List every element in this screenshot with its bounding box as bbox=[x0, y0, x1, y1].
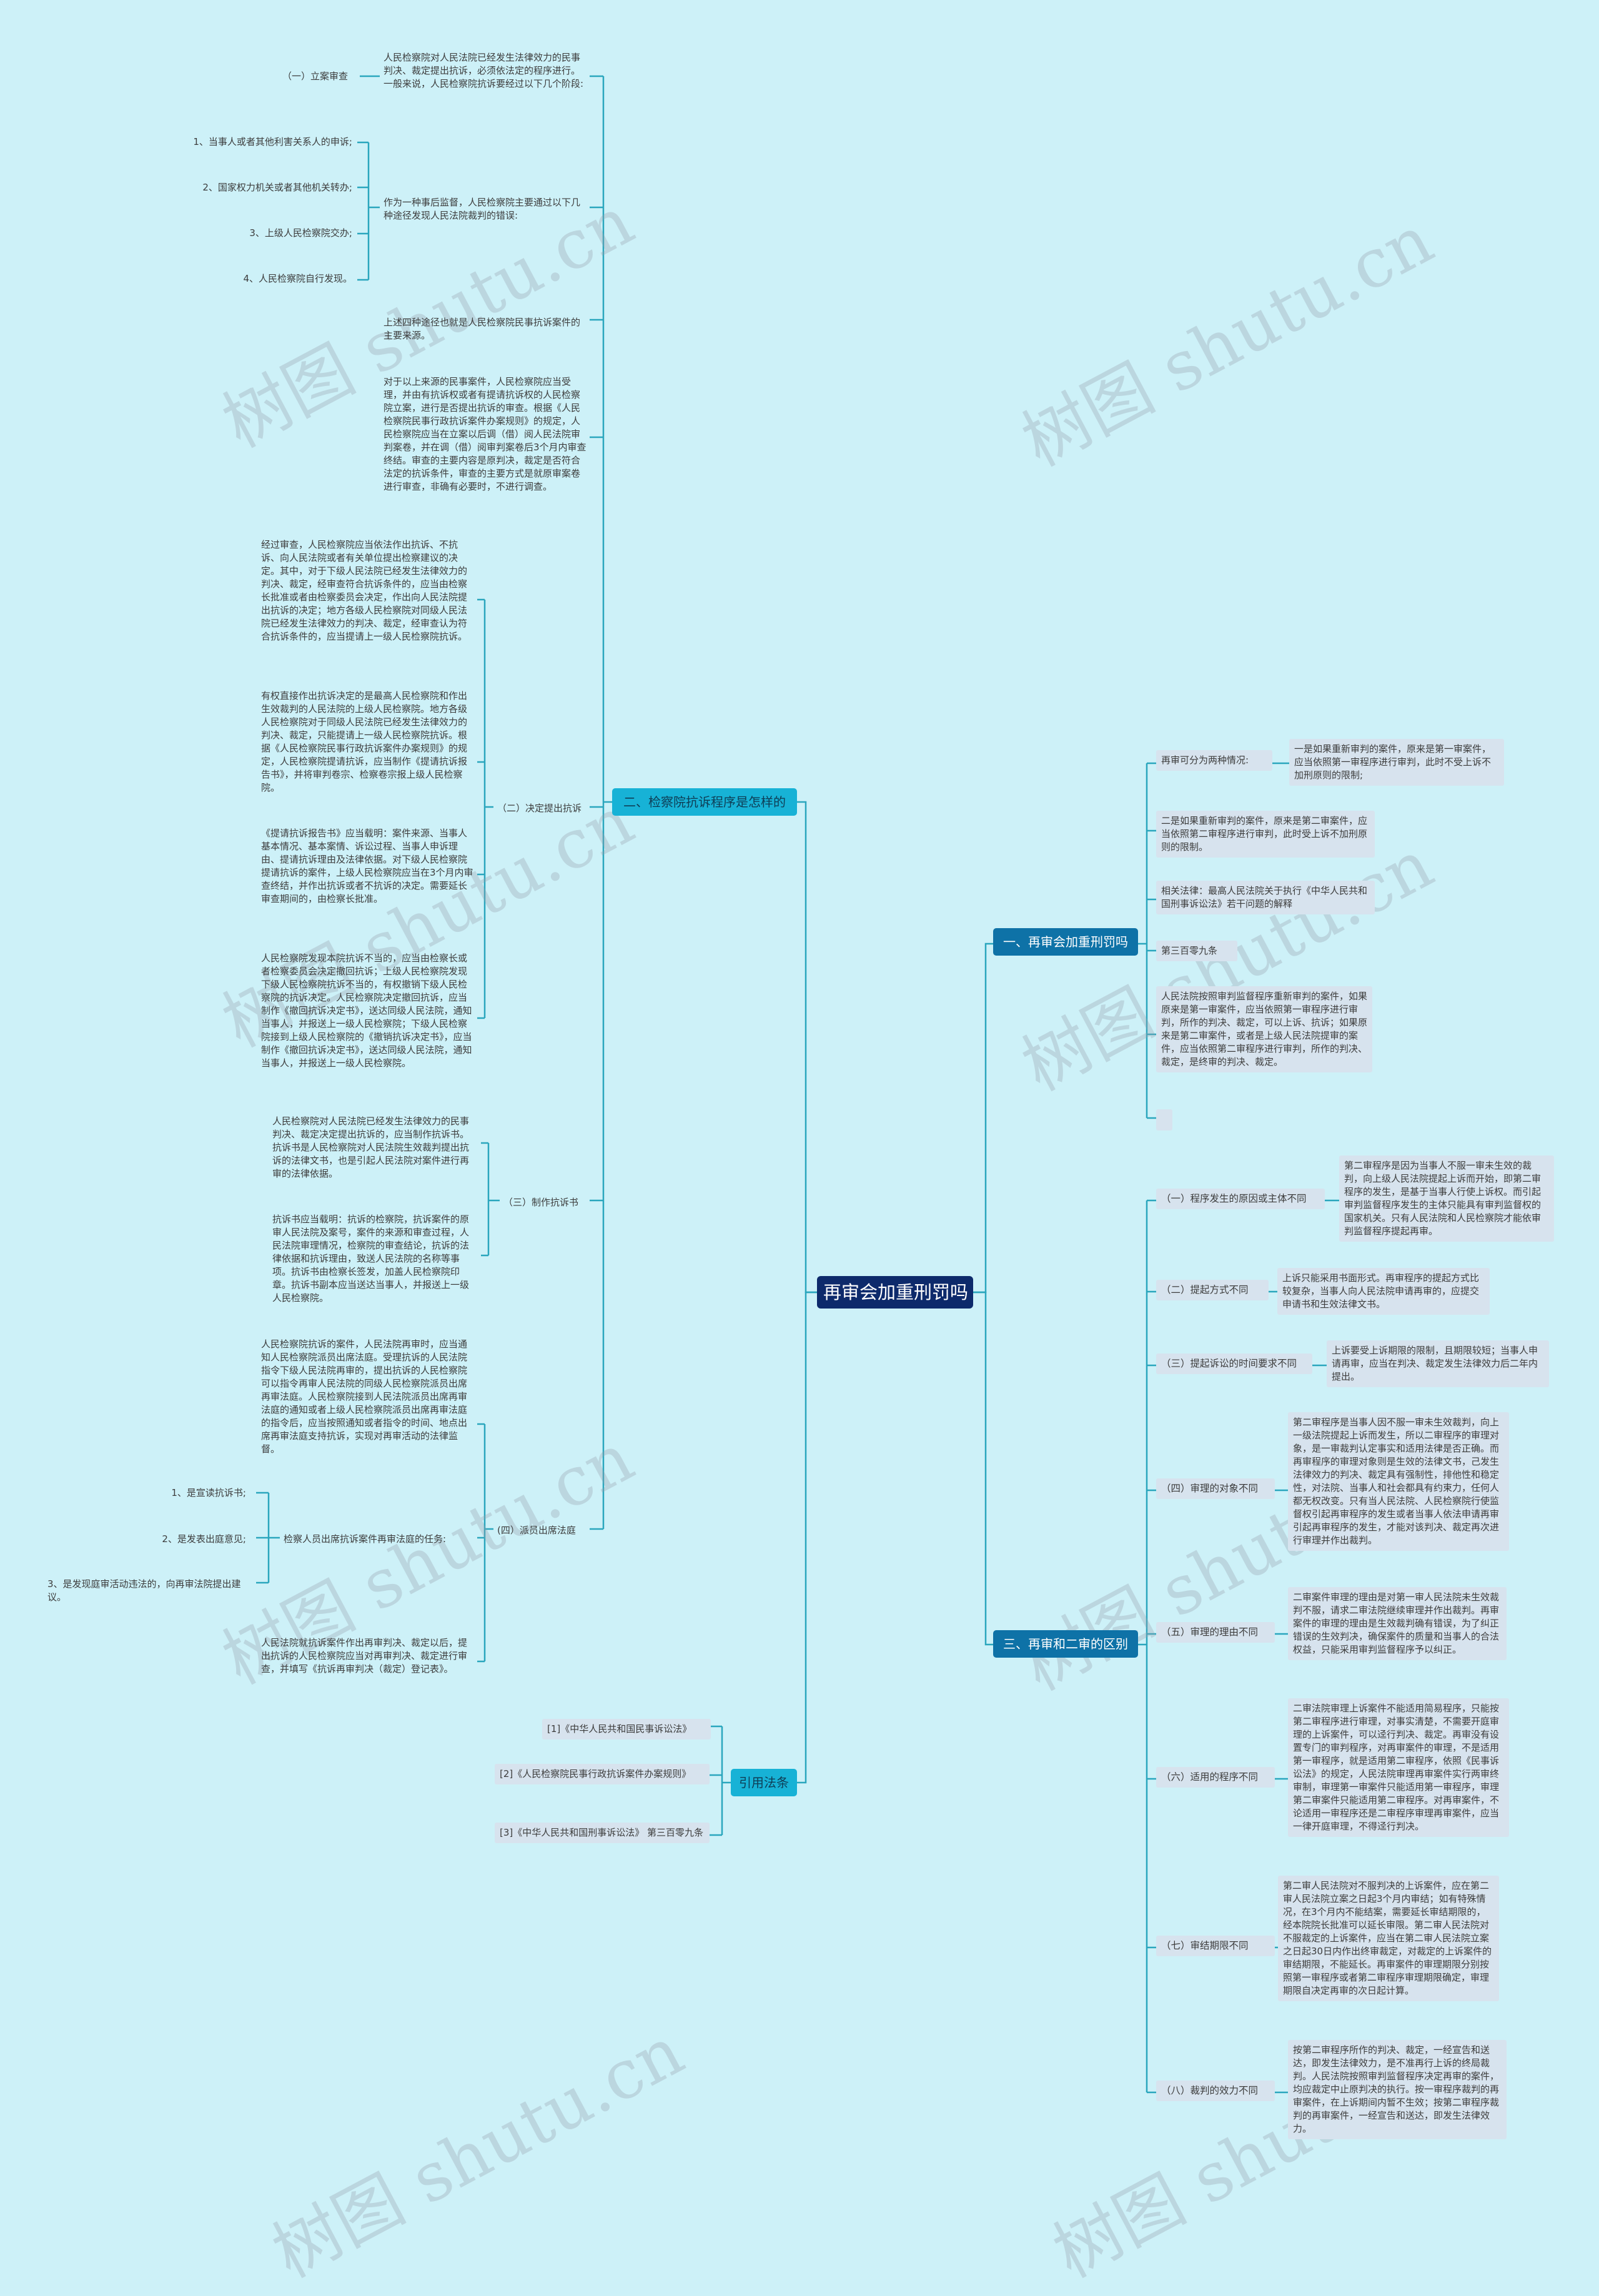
diff-label-6[interactable]: （六）适用的程序不同 bbox=[1156, 1767, 1275, 1788]
diff-text-3[interactable]: 上诉要受上诉期限的限制，且期限较短；当事人申请再审，应当在判决、裁定发生法律效力… bbox=[1327, 1340, 1549, 1387]
diff-text-8[interactable]: 按第二审程序所作的判决、裁定，一经宣告和送达，即发生法律效力，是不准再行上诉的终… bbox=[1288, 2040, 1507, 2139]
discovery-way[interactable]: 1、当事人或者其他利害关系人的申诉; bbox=[193, 136, 352, 147]
topic-node[interactable]: 一是如果重新审判的案件，原来是第一审案件，应当依照第一审程序进行审判，此时不受上… bbox=[1289, 739, 1504, 786]
indictment-paragraph[interactable]: 人民检察院对人民法院已经发生法律效力的民事判决、裁定决定提出抗诉的，应当制作抗诉… bbox=[272, 1116, 470, 1179]
topic-node[interactable]: 相关法律：最高人民法院关于执行《中华人民共和国刑事诉讼法》若干问题的解释 bbox=[1156, 881, 1375, 914]
procedure-step-3-label[interactable]: （三）制作抗诉书 bbox=[503, 1197, 579, 1208]
connector-lines bbox=[256, 75, 1339, 2094]
discovery-way[interactable]: 3、上级人民检察院交办; bbox=[249, 227, 352, 239]
topic-node[interactable]: 人民法院按照审判监督程序重新审判的案件，如果原来是第一审案件，应当依照第一审程序… bbox=[1156, 986, 1372, 1072]
branch-title-sentence[interactable]: 一、再审会加重刑罚吗 bbox=[993, 928, 1138, 956]
court-attendance-paragraph[interactable]: 人民检察院抗诉的案件，人民法院再审时，应当通知人民检察院派员出席法庭。受理抗诉的… bbox=[261, 1339, 468, 1455]
procedure-step-1-label[interactable]: （一）立案审查 bbox=[282, 71, 349, 82]
diff-label-8[interactable]: （八）裁判的效力不同 bbox=[1156, 2081, 1275, 2101]
decision-paragraph[interactable]: 有权直接作出抗诉决定的是最高人民检察院和作出生效裁判的人民法院的上级人民检察院。… bbox=[261, 690, 468, 793]
procedure-step-4-label[interactable]: (四）派员出席法庭 bbox=[497, 1525, 576, 1536]
diff-text-4[interactable]: 第二审程序是当事人因不服一审未生效裁判，向上一级法院提起上诉而发生，所以二审程序… bbox=[1288, 1412, 1509, 1551]
court-task[interactable]: 1、是宣读抗诉书; bbox=[171, 1487, 246, 1498]
citation-item[interactable]: [2]《人民检察院民事行政抗诉案件办案规则》 bbox=[495, 1764, 710, 1784]
diff-text-2[interactable]: 上诉只能采用书面形式。再审程序的提起方式比较复杂，当事人向人民法院申请再审的，应… bbox=[1277, 1268, 1490, 1315]
branch-title-citations[interactable]: 引用法条 bbox=[731, 1769, 797, 1796]
topic-node[interactable]: 二是如果重新审判的案件，原来是第二审案件，应当依照第二审程序进行审判，此时受上诉… bbox=[1156, 811, 1375, 858]
topic-node[interactable]: 第三百零九条 bbox=[1156, 941, 1237, 961]
branch-title-difference[interactable]: 三、再审和二审的区别 bbox=[993, 1630, 1138, 1658]
source-note[interactable]: 上述四种途径也就是人民检察院民事抗诉案件的主要来源。 bbox=[384, 317, 581, 341]
diff-text-6[interactable]: 二审法院审理上诉案件不能适用简易程序，只能按第二审程序进行审理，对事实清楚，不需… bbox=[1288, 1698, 1509, 1837]
mind-map: 树图 shutu.cn 树图 shutu.cn 树图 shutu.cn 树图 s… bbox=[47, 52, 1554, 2293]
diff-text-1[interactable]: 第二审程序是因为当事人不服一审未生效的裁判，向上级人民法院提起上诉而开始，即第二… bbox=[1339, 1155, 1554, 1242]
diff-label-1[interactable]: （一）程序发生的原因或主体不同 bbox=[1156, 1189, 1325, 1209]
court-tasks-title[interactable]: 检察人员出席抗诉案件再审法庭的任务: bbox=[284, 1533, 447, 1545]
discovery-ways-title[interactable]: 作为一种事后监督，人民检察院主要通过以下几种途径发现人民法院裁判的错误: bbox=[384, 197, 581, 221]
diff-label-5[interactable]: （五）审理的理由不同 bbox=[1156, 1622, 1275, 1643]
court-task[interactable]: 3、是发现庭审活动违法的，向再审法院提出建议。 bbox=[47, 1578, 241, 1603]
retrial-review-paragraph[interactable]: 人民法院就抗诉案件作出再审判决、裁定以后，提出抗诉的人民检察院应当对再审判决、裁… bbox=[261, 1637, 468, 1675]
diff-label-4[interactable]: （四）审理的对象不同 bbox=[1156, 1478, 1275, 1499]
decision-paragraph[interactable]: 经过审查，人民检察院应当依法作出抗诉、不抗诉、向人民法院或者有关单位提出检察建议… bbox=[261, 539, 468, 642]
topic-node[interactable]: 再审可分为两种情况: bbox=[1156, 750, 1272, 771]
court-task[interactable]: 2、是发表出庭意见; bbox=[162, 1533, 246, 1545]
discovery-way[interactable]: 2、国家权力机关或者其他机关转办; bbox=[202, 182, 352, 193]
empty-node[interactable] bbox=[1156, 1109, 1172, 1131]
connector-line bbox=[797, 1291, 817, 1784]
procedure-step-1-intro[interactable]: 人民检察院对人民法院已经发生法律效力的民事判决、裁定提出抗诉，必须依法定的程序进… bbox=[384, 52, 584, 89]
diff-text-5[interactable]: 二审案件审理的理由是对第一审人民法院未生效裁判不服，请求二审法院继续审理并作出裁… bbox=[1288, 1587, 1507, 1660]
procedure-step-2-label[interactable]: （二）决定提出抗诉 bbox=[497, 803, 582, 814]
diff-label-7[interactable]: （七）审结期限不同 bbox=[1156, 1936, 1275, 1956]
diff-text-7[interactable]: 第二审人民法院对不服判决的上诉案件，应在第二审人民法院立案之日起3个月内审结；如… bbox=[1278, 1876, 1499, 2001]
diff-label-3[interactable]: （三）提起诉讼的时间要求不同 bbox=[1156, 1353, 1312, 1374]
connector-line bbox=[973, 943, 993, 1294]
branch-title-procedure[interactable]: 二、检察院抗诉程序是怎样的 bbox=[612, 788, 797, 816]
decision-paragraph[interactable]: 《提请抗诉报告书》应当载明：案件来源、当事人基本情况、基本案情、诉讼过程、当事人… bbox=[261, 828, 473, 904]
citation-item[interactable]: [3]《中华人民共和国刑事诉讼法》 第三百零九条 bbox=[495, 1823, 710, 1843]
root-topic[interactable]: 再审会加重刑罚吗 bbox=[817, 1276, 973, 1309]
citation-item[interactable]: [1]《中华人民共和国民事诉讼法》 bbox=[542, 1719, 711, 1739]
connector-line bbox=[973, 1291, 993, 1646]
discovery-way[interactable]: 4、人民检察院自行发现。 bbox=[243, 273, 352, 284]
indictment-paragraph[interactable]: 抗诉书应当载明：抗诉的检察院，抗诉案件的原审人民法院及案号，案件的来源和审查过程… bbox=[272, 1214, 470, 1304]
decision-paragraph[interactable]: 人民检察院发现本院抗诉不当的，应当由检察长或者检察委员会决定撤回抗诉；上级人民检… bbox=[261, 953, 472, 1069]
review-paragraph[interactable]: 对于以上来源的民事案件，人民检察院应当受理，并由有抗诉权或者有提请抗诉权的人民检… bbox=[384, 376, 587, 492]
diff-label-2[interactable]: （二）提起方式不同 bbox=[1156, 1280, 1269, 1300]
connector-line bbox=[797, 801, 817, 1294]
